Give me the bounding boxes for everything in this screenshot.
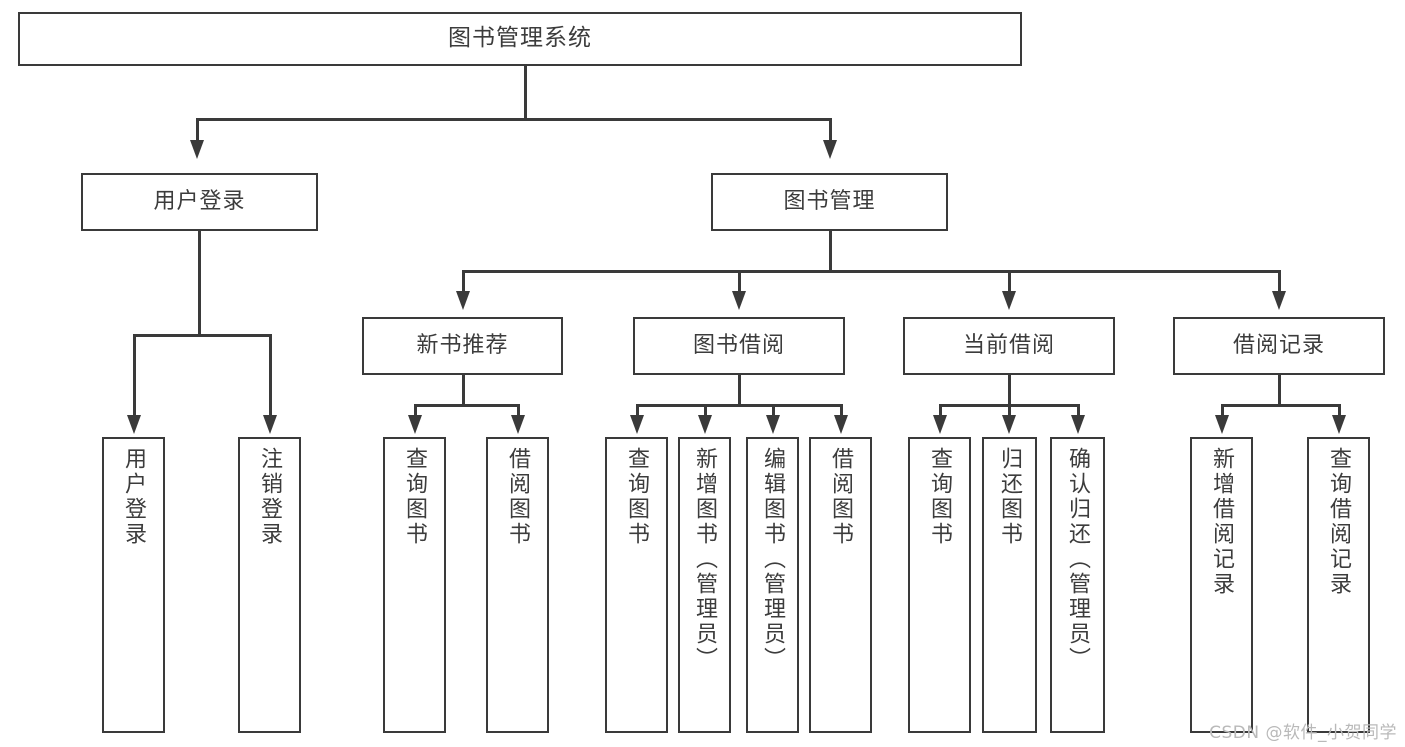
connector-book-borrow-drop-1 <box>636 404 639 418</box>
arrowhead-leaf-query-book-2 <box>630 415 644 434</box>
node-label: 编辑图书（管理员） <box>760 447 786 672</box>
node-root-system[interactable]: 图书管理系统 <box>18 12 1022 66</box>
leaf-return-book[interactable]: 归还图书 <box>982 437 1037 733</box>
node-user-login[interactable]: 用户登录 <box>81 173 318 231</box>
connector-current-borrow-drop-2 <box>1008 404 1011 418</box>
node-label: 注销登录 <box>257 447 283 547</box>
node-new-book-recommend[interactable]: 新书推荐 <box>362 317 563 375</box>
node-label: 归还图书 <box>997 447 1023 547</box>
leaf-query-borrow-record[interactable]: 查询借阅记录 <box>1307 437 1370 733</box>
node-label: 借阅图书 <box>828 447 854 547</box>
arrowhead-new-book <box>456 291 470 310</box>
watermark-text: CSDN @软件_小贺同学 <box>1209 723 1397 743</box>
connector-root-stem <box>524 66 527 119</box>
connector-borrow-record-bus <box>1221 404 1340 407</box>
connector-user-login-drop-1 <box>133 334 136 418</box>
connector-to-user-login <box>196 118 199 143</box>
node-label: 查询图书 <box>402 447 428 547</box>
connector-book-borrow-drop-4 <box>840 404 843 418</box>
leaf-user-login[interactable]: 用户登录 <box>102 437 165 733</box>
arrowhead-current-borrow <box>1002 291 1016 310</box>
node-label: 新增借阅记录 <box>1209 447 1235 597</box>
node-book-manage[interactable]: 图书管理 <box>711 173 948 231</box>
connector-new-book-stem <box>462 375 465 406</box>
connector-book-borrow-drop-3 <box>772 404 775 418</box>
arrowhead-leaf-query-book-3 <box>933 415 947 434</box>
leaf-query-book-recommend[interactable]: 查询图书 <box>383 437 446 733</box>
arrowhead-borrow-record <box>1272 291 1286 310</box>
connector-book-borrow-stem <box>738 375 741 406</box>
connector-borrow-record-drop-1 <box>1221 404 1224 418</box>
arrowhead-leaf-query-book-1 <box>408 415 422 434</box>
leaf-query-book-current[interactable]: 查询图书 <box>908 437 971 733</box>
node-label: 借阅图书 <box>505 447 531 547</box>
connector-new-book-bus <box>414 404 519 407</box>
node-label: 新书推荐 <box>416 333 509 359</box>
connector-book-borrow-bus <box>636 404 842 407</box>
arrowhead-book-borrow <box>732 291 746 310</box>
leaf-confirm-return[interactable]: 确认归还（管理员） <box>1050 437 1105 733</box>
leaf-add-borrow-record[interactable]: 新增借阅记录 <box>1190 437 1253 733</box>
arrowhead-leaf-borrow-book-1 <box>511 415 525 434</box>
connector-borrow-record-drop-2 <box>1338 404 1341 418</box>
leaf-query-book-borrow[interactable]: 查询图书 <box>605 437 668 733</box>
connector-current-borrow-drop-1 <box>939 404 942 418</box>
connector-level2-bus <box>196 118 832 121</box>
node-label: 确认归还（管理员） <box>1065 447 1091 672</box>
node-label: 用户登录 <box>153 189 246 215</box>
connector-level3-bus <box>462 270 1280 273</box>
connector-to-book-borrow <box>738 270 741 293</box>
connector-to-book-manage <box>829 118 832 143</box>
connector-to-borrow-record <box>1278 270 1281 293</box>
connector-new-book-drop-1 <box>414 404 417 418</box>
node-label: 用户登录 <box>121 447 147 547</box>
connector-book-manage-stem <box>829 231 832 272</box>
arrowhead-leaf-edit-book <box>766 415 780 434</box>
arrowhead-leaf-borrow-book-2 <box>834 415 848 434</box>
node-label: 借阅记录 <box>1232 333 1325 359</box>
connector-new-book-drop-2 <box>517 404 520 418</box>
leaf-add-book[interactable]: 新增图书（管理员） <box>678 437 731 733</box>
arrowhead-leaf-return-book <box>1002 415 1016 434</box>
node-label: 图书借阅 <box>692 333 785 359</box>
node-label: 查询图书 <box>624 447 650 547</box>
connector-borrow-record-stem <box>1278 375 1281 406</box>
node-borrow-record[interactable]: 借阅记录 <box>1173 317 1385 375</box>
arrowhead-leaf-user-login <box>127 415 141 434</box>
connector-user-login-drop-2 <box>269 334 272 418</box>
leaf-logout[interactable]: 注销登录 <box>238 437 301 733</box>
connector-user-login-bus <box>133 334 271 337</box>
node-label: 当前借阅 <box>962 333 1055 359</box>
connector-current-borrow-drop-3 <box>1077 404 1080 418</box>
arrowhead-leaf-add-book <box>698 415 712 434</box>
connector-to-new-book <box>462 270 465 293</box>
arrowhead-leaf-query-record <box>1332 415 1346 434</box>
node-label: 查询图书 <box>927 447 953 547</box>
connector-to-current-borrow <box>1008 270 1011 293</box>
arrowhead-leaf-logout <box>263 415 277 434</box>
node-book-borrow[interactable]: 图书借阅 <box>633 317 845 375</box>
node-label: 查询借阅记录 <box>1326 447 1352 597</box>
connector-current-borrow-stem <box>1008 375 1011 406</box>
node-current-borrow[interactable]: 当前借阅 <box>903 317 1115 375</box>
leaf-edit-book[interactable]: 编辑图书（管理员） <box>746 437 799 733</box>
connector-book-borrow-drop-2 <box>704 404 707 418</box>
node-label: 图书管理 <box>783 189 876 215</box>
leaf-borrow-book-recommend[interactable]: 借阅图书 <box>486 437 549 733</box>
arrowhead-user-login <box>190 140 204 159</box>
arrowhead-leaf-add-record <box>1215 415 1229 434</box>
arrowhead-leaf-confirm-return <box>1071 415 1085 434</box>
node-label: 新增图书（管理员） <box>692 447 718 672</box>
connector-user-login-stem <box>198 231 201 336</box>
arrowhead-book-manage <box>823 140 837 159</box>
node-label: 图书管理系统 <box>448 25 592 52</box>
leaf-borrow-book[interactable]: 借阅图书 <box>809 437 872 733</box>
